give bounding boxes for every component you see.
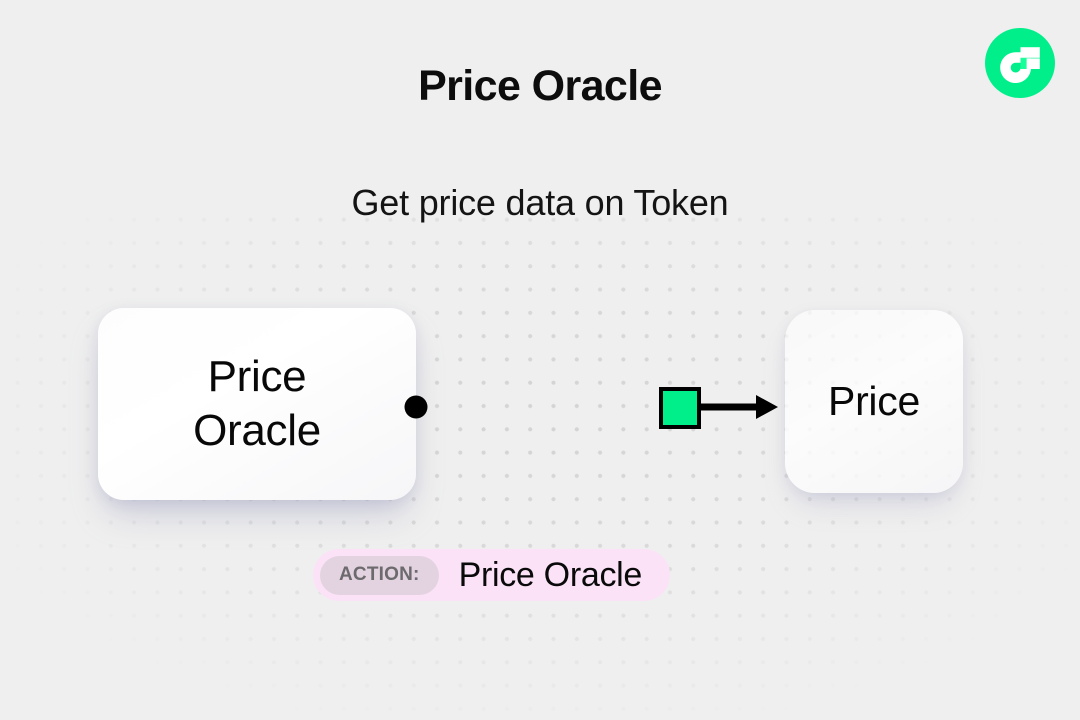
page-subtitle: Get price data on Token [351, 182, 729, 223]
target-node[interactable]: Price [785, 310, 963, 493]
connector-edge[interactable] [395, 375, 795, 439]
action-badge-value: Price Oracle [458, 555, 643, 594]
source-node-label: Price Oracle [193, 352, 321, 455]
action-badge[interactable]: ACTION: Price Oracle [313, 549, 671, 601]
source-node[interactable]: Price Oracle [98, 308, 416, 500]
green-square-marker-icon [659, 387, 701, 429]
arrow-right-icon [756, 395, 778, 419]
flow-logo-icon [985, 28, 1055, 98]
page-title: Price Oracle [418, 62, 662, 110]
action-badge-key: ACTION: [320, 555, 439, 595]
target-node-label: Price [828, 378, 920, 424]
